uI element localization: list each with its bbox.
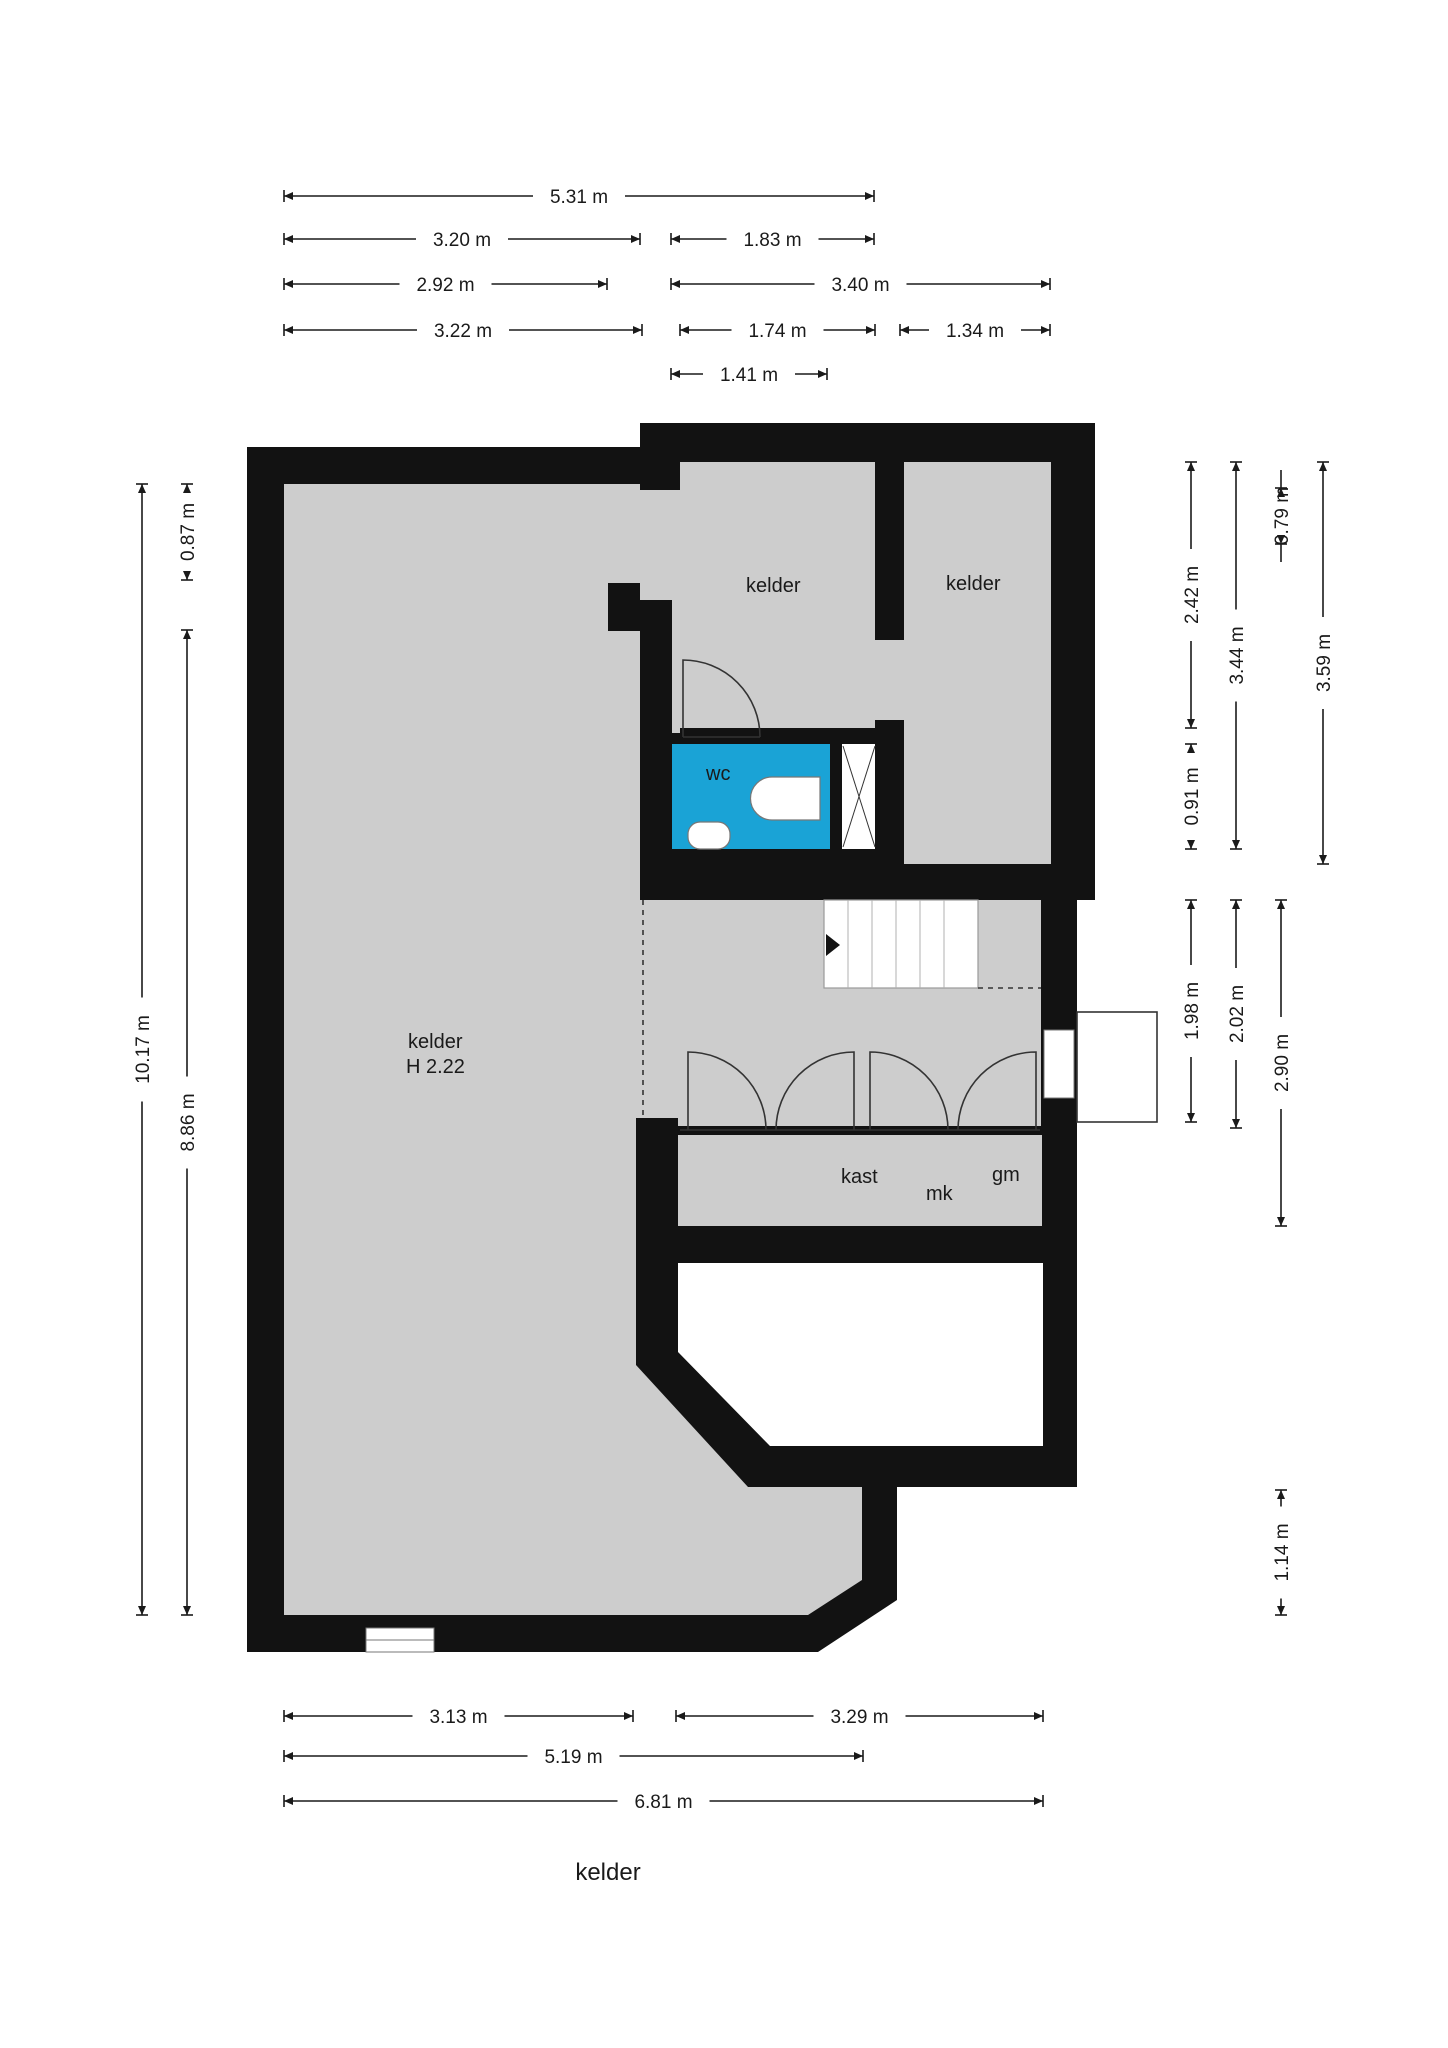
lightwell	[678, 1263, 1043, 1446]
room-label-kelder-b: kelder	[946, 573, 1001, 595]
wall-right-room-bottom	[904, 864, 1095, 900]
dim-right-2: 3.44 m	[1227, 461, 1248, 850]
sink-icon	[687, 821, 731, 850]
dim-top-4: 3.40 m	[670, 275, 1051, 296]
room-label-main: kelder	[408, 1031, 463, 1053]
dim-top-5: 3.22 m	[283, 321, 643, 342]
dim-top-0-label: 5.31 m	[550, 187, 608, 208]
wall-kast-left	[636, 1118, 678, 1278]
room-label-kast: kast	[841, 1166, 878, 1188]
wc-fixtures	[687, 745, 876, 850]
dim-right-1: 0.91 m	[1182, 743, 1203, 850]
door-opening-upper	[875, 640, 904, 720]
wall-wc-top	[672, 733, 875, 744]
dim-top-4-label: 3.40 m	[831, 275, 889, 296]
floor-kast	[677, 1135, 1042, 1226]
dim-top-1-label: 3.20 m	[433, 230, 491, 251]
wall-wc-bottom	[640, 849, 904, 900]
dim-right-4: 3.59 m	[1314, 461, 1335, 865]
dim-right-2-label: 3.44 m	[1227, 626, 1248, 684]
floor-title: kelder	[575, 1859, 640, 1886]
dim-top-1: 3.20 m	[283, 230, 641, 251]
dim-top-7: 1.34 m	[899, 321, 1051, 342]
dim-top-3-label: 2.92 m	[416, 275, 474, 296]
stairs-arrow-icon	[826, 934, 840, 956]
dim-right-0-label: 2.42 m	[1182, 566, 1203, 624]
floor-kelder-right	[904, 462, 1051, 864]
dim-right-3: 0.79 m	[1272, 470, 1293, 562]
room-label-gm: gm	[992, 1164, 1020, 1186]
dim-right-5-label: 1.98 m	[1182, 982, 1203, 1040]
room-label-wc: wc	[705, 763, 730, 785]
dim-right-6: 2.02 m	[1227, 899, 1248, 1129]
doors	[365, 659, 1158, 1653]
dim-top-2-label: 1.83 m	[743, 230, 801, 251]
dim-top-8: 1.41 m	[670, 365, 828, 386]
dim-top-6: 1.74 m	[679, 321, 876, 342]
dim-bottom-3: 6.81 m	[283, 1792, 1044, 1813]
dim-top-6-label: 1.74 m	[748, 321, 806, 342]
dim-left-1: 0.87 m	[178, 483, 199, 581]
dim-bottom-1-label: 3.29 m	[830, 1707, 888, 1728]
floors	[284, 462, 1051, 1615]
dimensions: 5.31 m 3.20 m 1.83 m 2.92 m 3.40 m 3.22 m 1.74…	[133, 187, 1335, 1813]
dim-bottom-1: 3.29 m	[675, 1707, 1044, 1728]
dim-right-3-label: 0.79 m	[1272, 487, 1293, 545]
inner-walls	[608, 462, 1095, 1278]
dim-bottom-0-label: 3.13 m	[429, 1707, 487, 1728]
dim-top-3: 2.92 m	[283, 275, 608, 296]
dim-right-4-label: 3.59 m	[1314, 634, 1335, 692]
wall-shaft-left	[830, 744, 842, 849]
dim-right-6-label: 2.02 m	[1227, 985, 1248, 1043]
floor-kelder-upper-mid	[680, 462, 875, 728]
dim-right-5: 1.98 m	[1182, 899, 1203, 1123]
dim-right-0: 2.42 m	[1182, 461, 1203, 729]
dim-top-2: 1.83 m	[670, 230, 875, 251]
dim-right-8-label: 1.14 m	[1272, 1523, 1293, 1581]
stairs	[823, 899, 979, 989]
dim-left-1-label: 0.87 m	[178, 503, 199, 561]
dim-top-7-label: 1.34 m	[946, 321, 1004, 342]
room-label-mk: mk	[926, 1183, 954, 1205]
dim-bottom-2-label: 5.19 m	[544, 1747, 602, 1768]
dim-right-1-label: 0.91 m	[1182, 767, 1203, 825]
room-labels: kelder H 2.22 kelder kelder wc kast mk g…	[406, 573, 1020, 1205]
dim-top-5-label: 3.22 m	[434, 321, 492, 342]
dim-right-7-label: 2.90 m	[1272, 1034, 1293, 1092]
floor-main-kelder	[284, 462, 875, 1615]
dim-left-0-label: 10.17 m	[133, 1015, 154, 1084]
dim-left-0: 10.17 m	[133, 483, 154, 1616]
dim-top-0: 5.31 m	[283, 187, 875, 208]
wall-kast-bottom	[640, 1226, 1077, 1263]
dim-right-8: 1.14 m	[1272, 1489, 1293, 1616]
dim-bottom-0: 3.13 m	[283, 1707, 634, 1728]
wall-wc-left	[640, 600, 672, 900]
dim-left-2-label: 8.86 m	[178, 1093, 199, 1151]
wall-stub	[608, 583, 640, 631]
dim-right-7: 2.90 m	[1272, 899, 1293, 1227]
dim-bottom-3-label: 6.81 m	[634, 1792, 692, 1813]
dim-bottom-2: 5.19 m	[283, 1747, 864, 1768]
dim-top-8-label: 1.41 m	[720, 365, 778, 386]
room-label-main-height: H 2.22	[406, 1056, 465, 1078]
room-label-kelder-a: kelder	[746, 575, 801, 597]
dim-left-2: 8.86 m	[178, 629, 199, 1616]
toilet-icon	[749, 776, 821, 821]
